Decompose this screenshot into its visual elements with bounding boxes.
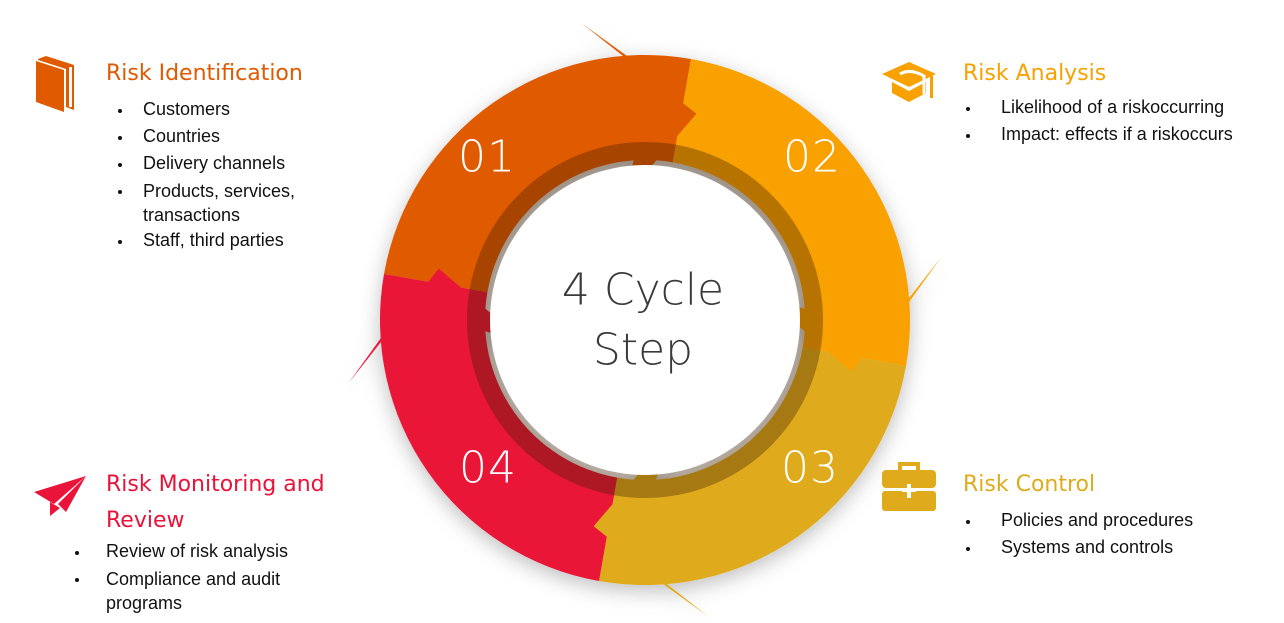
step-title: Risk Identification	[106, 61, 303, 86]
list-item: Compliance and audit programs	[106, 569, 281, 613]
center-label-line2: Step	[592, 324, 694, 376]
list-item: Customers	[143, 99, 231, 119]
inner-band	[467, 142, 823, 498]
list-item: Delivery channels	[143, 153, 286, 173]
paper-plane-icon	[34, 476, 86, 516]
list-item: Impact: effects if a riskoccurs	[1001, 124, 1233, 144]
arrow-head-03	[593, 437, 708, 617]
arrow-head-04	[348, 268, 528, 383]
step-number-01: 01	[458, 131, 516, 183]
step-number-02: 02	[783, 131, 841, 183]
list-item: Staff, third parties	[143, 230, 284, 250]
center-circle	[490, 165, 800, 475]
arrow-head-01	[582, 23, 697, 203]
step-title-line1: Risk Monitoring and	[106, 472, 325, 497]
list-item: Likelihood of a riskoccurring	[1001, 97, 1225, 117]
step-number-04: 04	[459, 442, 517, 494]
ring-segment-02	[672, 59, 911, 366]
step-number-03: 03	[781, 442, 839, 494]
ring-segment-03	[599, 347, 906, 586]
step-title: Risk Analysis	[963, 61, 1107, 86]
ring-segment-01	[384, 54, 691, 293]
list-item: Systems and controls	[1001, 537, 1174, 557]
book-icon	[36, 56, 74, 112]
graduation-cap-icon	[882, 62, 936, 102]
step-title: Risk Control	[963, 472, 1096, 497]
list-item: Products, services, transactions	[143, 181, 296, 225]
arrow-head-02	[762, 257, 942, 372]
center-label-line1: 4 Cycle	[561, 264, 725, 316]
list-item: Review of risk analysis	[106, 541, 289, 561]
list-item: Countries	[143, 126, 221, 146]
list-item: Policies and procedures	[1001, 510, 1194, 530]
toolbox-icon	[882, 462, 936, 511]
step-title-line2: Review	[106, 508, 185, 533]
ring-segment-04	[379, 274, 618, 581]
